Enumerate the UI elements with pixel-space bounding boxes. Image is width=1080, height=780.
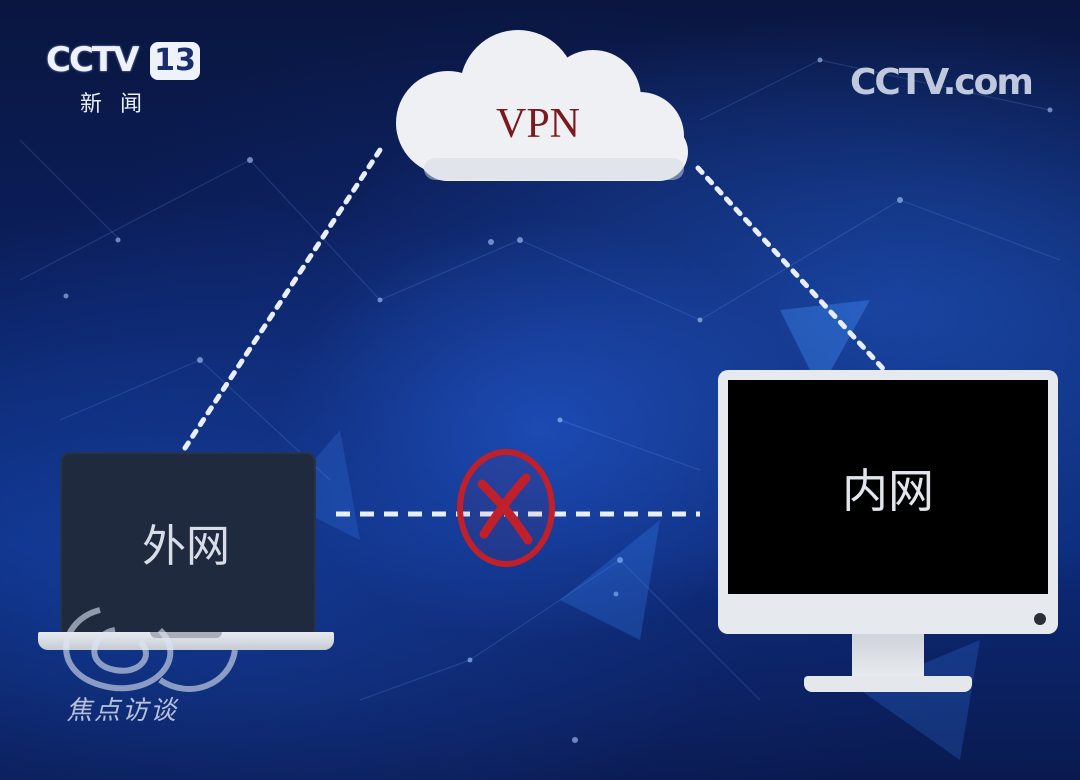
monitor-foot	[804, 676, 972, 692]
monitor-neck	[852, 634, 924, 678]
cctv13-logo-text: CCTV	[46, 40, 139, 80]
link-vpn-to-inner	[695, 165, 891, 377]
laptop-base	[38, 632, 334, 650]
inner-network-label: 内网	[842, 464, 934, 518]
channel-sub-label: 新闻	[80, 92, 161, 117]
cctv-com-logo: CCTV.com	[850, 62, 1034, 103]
monitor-screen	[728, 380, 1048, 594]
vpn-cloud	[396, 30, 688, 181]
channel-number-badge: 13	[150, 42, 200, 80]
focus-interview-logo-icon	[63, 607, 238, 692]
laptop-screen	[60, 452, 316, 638]
link-outer-to-vpn	[182, 147, 383, 451]
power-button-icon	[1034, 613, 1046, 625]
vpn-label: VPN	[495, 101, 581, 147]
laptop-notch	[150, 632, 222, 638]
cctv13-logo: CCTV 13 新闻	[46, 40, 206, 120]
outer-network-label: 外网	[142, 521, 230, 572]
x-circle-icon	[457, 449, 555, 567]
focus-interview-watermark: 焦点访谈	[66, 696, 179, 726]
